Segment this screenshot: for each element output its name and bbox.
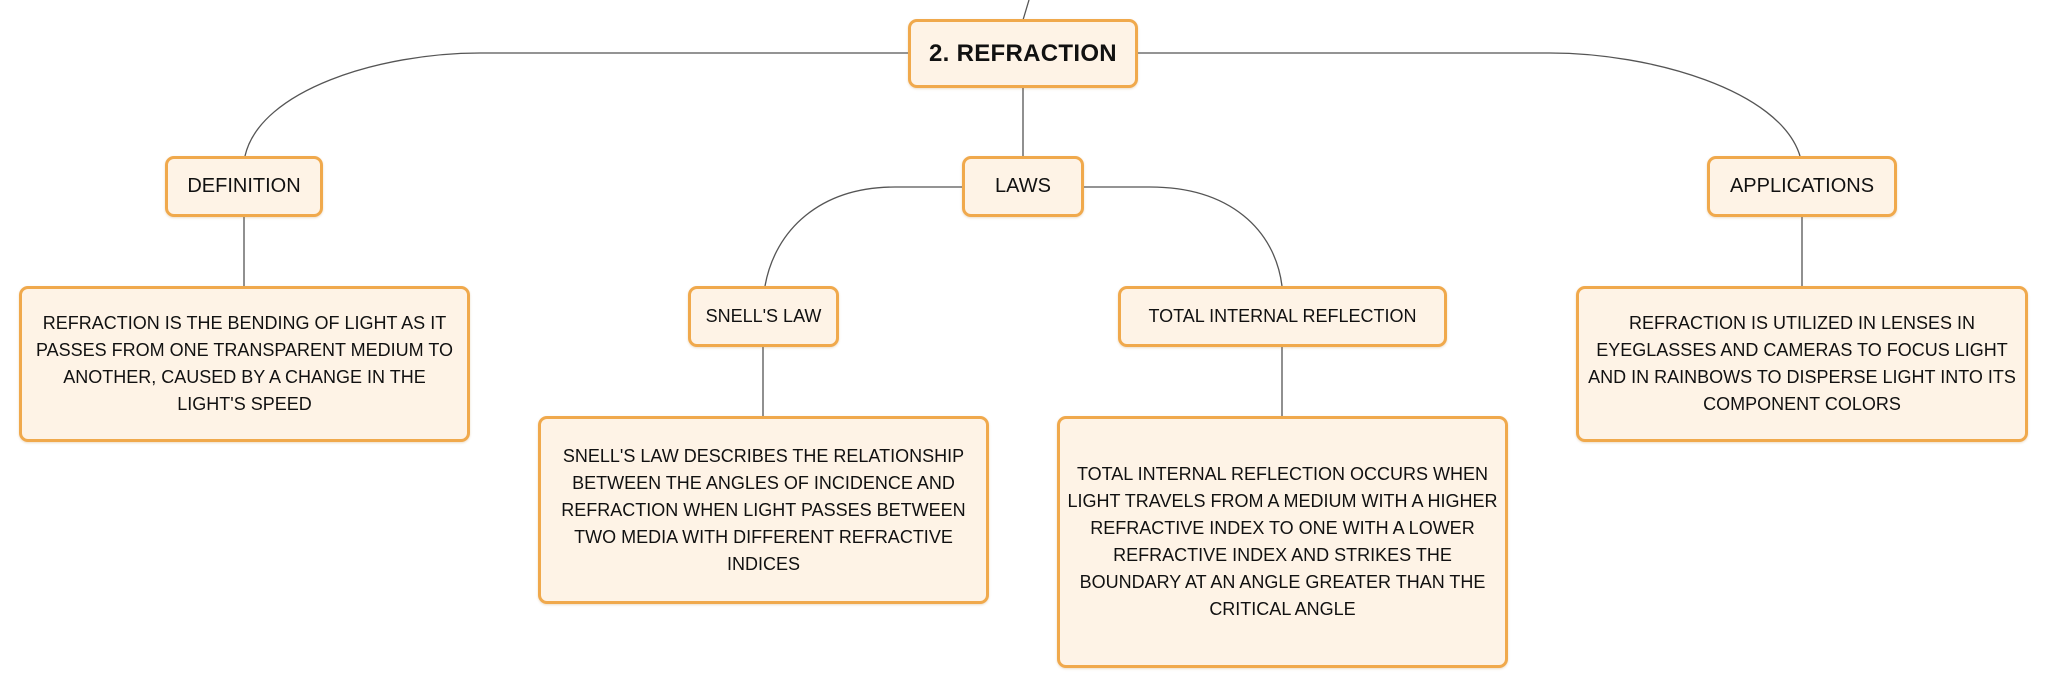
connector-laws-to-tir <box>1083 186 1283 287</box>
snells-law-description-text: SNELL'S LAW DESCRIBES THE RELATIONSHIP B… <box>561 445 966 574</box>
total-internal-reflection-description-text: TOTAL INTERNAL REFLECTION OCCURS WHEN LI… <box>1067 464 1498 619</box>
node-snells-law[interactable]: SNELL'S LAW <box>688 286 839 347</box>
snells-law-label: SNELL'S LAW <box>705 306 822 326</box>
root-node-label: 2. REFRACTION <box>929 39 1117 67</box>
connector-root-to-applications <box>1138 52 1801 157</box>
node-definition-description[interactable]: REFRACTION IS THE BENDING OF LIGHT AS IT… <box>19 286 470 442</box>
applications-description-text: REFRACTION IS UTILIZED IN LENSES IN EYEG… <box>1588 313 2016 414</box>
connector-root-to-definition <box>244 52 908 157</box>
definition-description-text: REFRACTION IS THE BENDING OF LIGHT AS IT… <box>35 313 454 414</box>
connector-parent-to-root <box>1022 0 1030 21</box>
connector-laws-to-snells-law <box>764 186 963 287</box>
node-definition[interactable]: DEFINITION <box>165 156 323 217</box>
total-internal-reflection-label: TOTAL INTERNAL REFLECTION <box>1148 306 1417 326</box>
node-definition-label: DEFINITION <box>187 175 301 197</box>
node-laws[interactable]: LAWS <box>962 156 1084 217</box>
node-snells-law-description[interactable]: SNELL'S LAW DESCRIBES THE RELATIONSHIP B… <box>538 416 989 604</box>
node-applications[interactable]: APPLICATIONS <box>1707 156 1897 217</box>
node-applications-label: APPLICATIONS <box>1729 175 1875 197</box>
node-laws-label: LAWS <box>995 175 1051 197</box>
node-total-internal-reflection-description[interactable]: TOTAL INTERNAL REFLECTION OCCURS WHEN LI… <box>1057 416 1508 668</box>
root-node-refraction[interactable]: 2. REFRACTION <box>908 19 1138 88</box>
node-applications-description[interactable]: REFRACTION IS UTILIZED IN LENSES IN EYEG… <box>1576 286 2028 442</box>
node-total-internal-reflection[interactable]: TOTAL INTERNAL REFLECTION <box>1118 286 1447 347</box>
